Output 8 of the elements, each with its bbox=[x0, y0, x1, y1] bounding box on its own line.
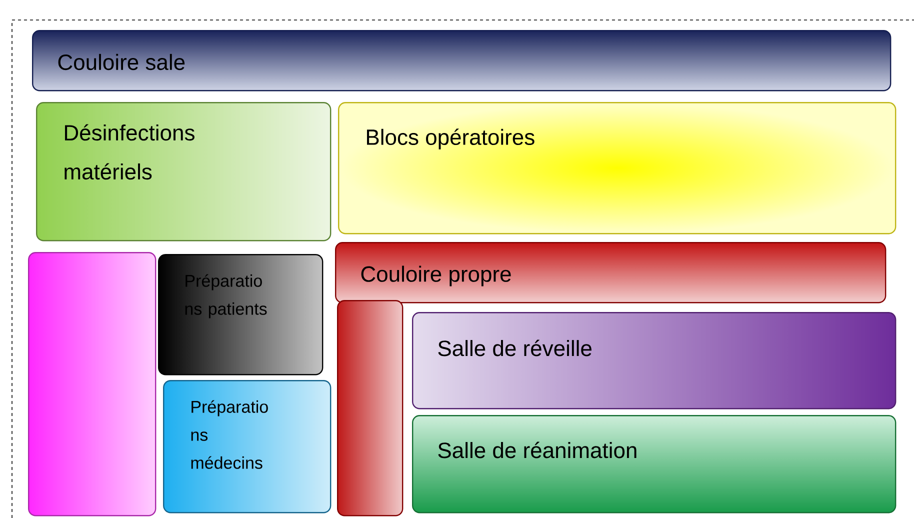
room-box: Salle de réanimation bbox=[412, 414, 896, 514]
room-box: Désinfections matériels bbox=[36, 102, 332, 242]
empty-box bbox=[28, 252, 156, 516]
empty-box bbox=[337, 300, 404, 516]
room-box: Salle de réveille bbox=[412, 312, 896, 410]
room-box: Préparatio ns médecins bbox=[163, 380, 332, 514]
room-box: Blocs opératoires bbox=[338, 102, 896, 234]
room-box: Couloire sale bbox=[32, 30, 892, 92]
